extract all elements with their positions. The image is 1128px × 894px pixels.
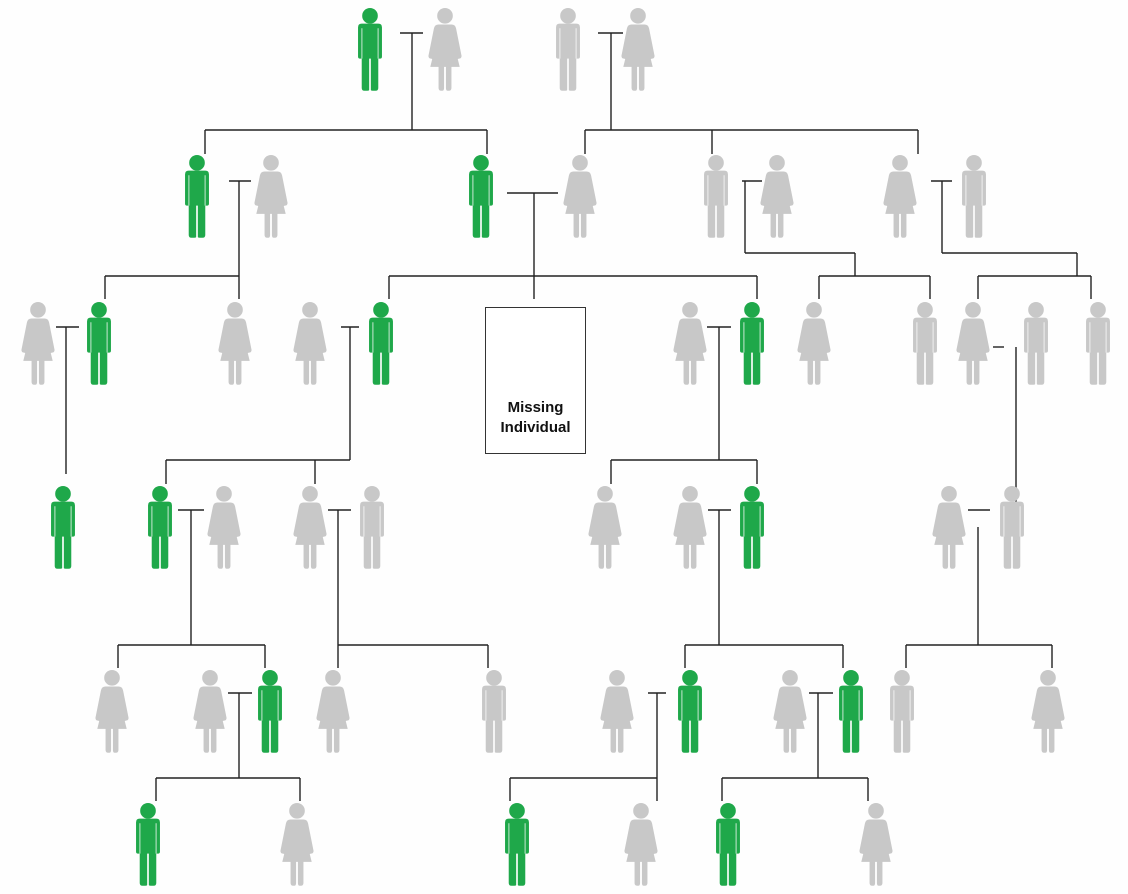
unmatched-female-figure-icon bbox=[207, 486, 241, 569]
unmatched-female-figure-icon bbox=[563, 155, 597, 238]
matched-male-figure-icon bbox=[185, 155, 209, 238]
missing-label-line1: Missing bbox=[507, 399, 564, 416]
matched-male-figure-icon bbox=[740, 302, 764, 385]
matched-male-figure-icon bbox=[469, 155, 493, 238]
missing-label-line2: Individual bbox=[500, 419, 571, 436]
matched-male-figure-icon bbox=[740, 486, 764, 569]
unmatched-female-figure-icon bbox=[624, 803, 658, 886]
relationship-lines bbox=[56, 32, 1092, 801]
unmatched-male-figure-icon bbox=[913, 302, 937, 385]
unmatched-female-figure-icon bbox=[621, 8, 655, 91]
unmatched-female-figure-icon bbox=[797, 302, 831, 385]
unmatched-male-figure-icon bbox=[1086, 302, 1110, 385]
unmatched-female-figure-icon bbox=[956, 302, 990, 385]
unmatched-female-figure-icon bbox=[859, 803, 893, 886]
unmatched-female-figure-icon bbox=[428, 8, 462, 91]
person-figures bbox=[21, 8, 1110, 886]
unmatched-male-figure-icon bbox=[556, 8, 580, 91]
unmatched-female-figure-icon bbox=[293, 486, 327, 569]
matched-male-figure-icon bbox=[678, 670, 702, 753]
unmatched-female-figure-icon bbox=[95, 670, 129, 753]
unmatched-female-figure-icon bbox=[760, 155, 794, 238]
unmatched-male-figure-icon bbox=[962, 155, 986, 238]
unmatched-female-figure-icon bbox=[673, 302, 707, 385]
unmatched-male-figure-icon bbox=[1000, 486, 1024, 569]
matched-male-figure-icon bbox=[716, 803, 740, 886]
unmatched-male-figure-icon bbox=[704, 155, 728, 238]
unmatched-female-figure-icon bbox=[316, 670, 350, 753]
matched-male-figure-icon bbox=[839, 670, 863, 753]
unmatched-female-figure-icon bbox=[21, 302, 55, 385]
unmatched-female-figure-icon bbox=[883, 155, 917, 238]
matched-male-figure-icon bbox=[136, 803, 160, 886]
unmatched-female-figure-icon bbox=[293, 302, 327, 385]
unmatched-female-figure-icon bbox=[673, 486, 707, 569]
unmatched-male-figure-icon bbox=[890, 670, 914, 753]
unmatched-female-figure-icon bbox=[1031, 670, 1065, 753]
matched-male-figure-icon bbox=[51, 486, 75, 569]
unmatched-male-figure-icon bbox=[482, 670, 506, 753]
missing-individual-box: Missing Individual bbox=[485, 307, 586, 454]
matched-male-figure-icon bbox=[87, 302, 111, 385]
matched-male-figure-icon bbox=[369, 302, 393, 385]
unmatched-male-figure-icon bbox=[1024, 302, 1048, 385]
unmatched-female-figure-icon bbox=[193, 670, 227, 753]
unmatched-female-figure-icon bbox=[218, 302, 252, 385]
unmatched-female-figure-icon bbox=[588, 486, 622, 569]
unmatched-female-figure-icon bbox=[254, 155, 288, 238]
unmatched-female-figure-icon bbox=[773, 670, 807, 753]
unmatched-female-figure-icon bbox=[280, 803, 314, 886]
matched-male-figure-icon bbox=[258, 670, 282, 753]
unmatched-female-figure-icon bbox=[932, 486, 966, 569]
missing-individual-label: Missing Individual bbox=[486, 398, 585, 438]
matched-male-figure-icon bbox=[148, 486, 172, 569]
matched-male-figure-icon bbox=[505, 803, 529, 886]
unmatched-male-figure-icon bbox=[360, 486, 384, 569]
matched-male-figure-icon bbox=[358, 8, 382, 91]
unmatched-female-figure-icon bbox=[600, 670, 634, 753]
